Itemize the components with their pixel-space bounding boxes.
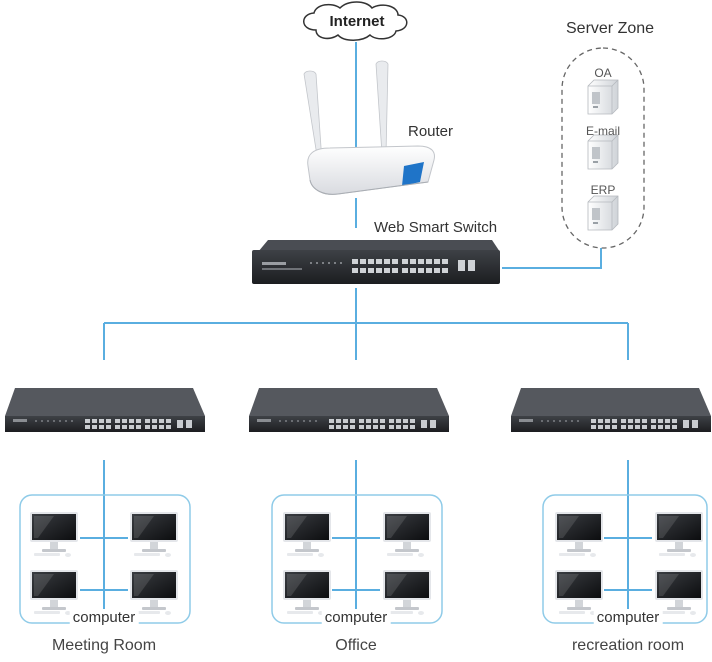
computer-icon xyxy=(30,512,78,557)
meeting-room-computers-label: computer xyxy=(69,609,139,626)
distribution-switch-middle-icon xyxy=(249,388,449,432)
web-smart-switch-label: Web Smart Switch xyxy=(374,219,498,236)
network-links xyxy=(80,42,652,612)
server-oa-label: OA xyxy=(594,66,612,80)
recreation-room-computers-label: computer xyxy=(593,609,663,626)
office-label: Office xyxy=(335,637,377,654)
internet-cloud-icon xyxy=(303,1,408,41)
server-zone-title: Server Zone xyxy=(566,20,655,37)
meeting-room-label: Meeting Room xyxy=(51,637,157,654)
internet-label: Internet xyxy=(329,13,385,30)
computer-icon xyxy=(555,512,603,557)
server-zone-outline xyxy=(561,47,645,249)
link-core-switch-server-zone xyxy=(502,248,602,269)
server-erp-label: ERP xyxy=(590,183,616,197)
router-label: Router xyxy=(408,123,454,140)
server-email-icon xyxy=(587,134,619,170)
distribution-switch-right-icon xyxy=(511,388,711,432)
recreation-room-label: recreation room xyxy=(571,637,685,654)
server-erp-icon xyxy=(587,195,619,231)
web-smart-switch-icon xyxy=(252,240,500,284)
server-email-label: E-mail xyxy=(585,124,621,138)
distribution-switch-left-icon xyxy=(5,388,205,432)
computer-icon xyxy=(383,512,431,557)
computer-icon xyxy=(655,512,703,557)
computer-icon xyxy=(283,512,331,557)
office-computers-label: computer xyxy=(321,609,391,626)
computer-icon xyxy=(130,512,178,557)
server-oa-icon xyxy=(587,79,619,115)
router-icon xyxy=(303,60,435,195)
